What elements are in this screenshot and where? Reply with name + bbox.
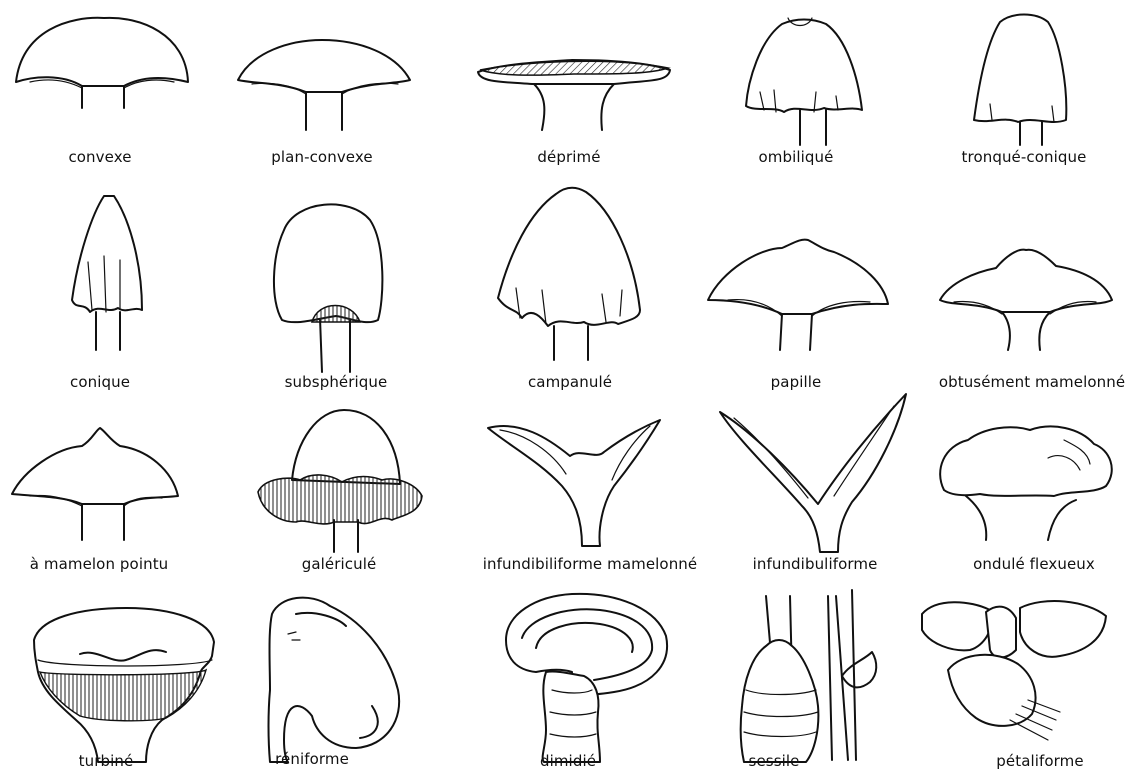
- galericule-drawing: [258, 410, 422, 552]
- infundibuliforme-drawing: [720, 394, 906, 552]
- label-tronque-conique: tronqué-conique: [962, 148, 1087, 166]
- label-convexe: convexe: [68, 148, 131, 166]
- obtusement-mamelonne-drawing: [940, 250, 1112, 350]
- campanule-drawing: [498, 188, 640, 360]
- label-turbine: turbiné: [79, 752, 134, 770]
- ombilique-drawing: [746, 18, 862, 145]
- turbine-drawing: [34, 608, 214, 762]
- label-sessile: sessile: [749, 752, 800, 770]
- label-obtusement-mamelonne: obtusément mamelonné: [939, 373, 1125, 391]
- ondule-flexueux-drawing: [940, 426, 1112, 540]
- infundibiliforme-mamelonne-drawing: [488, 420, 660, 546]
- petaliforme-drawing: [922, 601, 1106, 740]
- label-infundibiliforme-mamelonne: infundibiliforme mamelonné: [483, 555, 697, 573]
- label-petaliforme: pétaliforme: [996, 752, 1083, 770]
- label-papille: papille: [771, 373, 822, 391]
- label-infundibuliforme: infundibuliforme: [753, 555, 878, 573]
- plan-convexe-drawing: [238, 40, 410, 130]
- papille-drawing: [708, 240, 888, 350]
- sessile-drawing: [741, 590, 877, 762]
- conique-drawing: [72, 196, 142, 350]
- convexe-drawing: [16, 18, 188, 108]
- label-reniforme: réniforme: [275, 750, 349, 768]
- label-ombilique: ombiliqué: [759, 148, 834, 166]
- tronque-conique-drawing: [974, 15, 1066, 146]
- label-ondule-flexueux: ondulé flexueux: [973, 555, 1095, 573]
- label-plan-convexe: plan-convexe: [271, 148, 372, 166]
- label-galericule: galériculé: [302, 555, 377, 573]
- label-campanule: campanulé: [528, 373, 612, 391]
- label-subspherique: subsphérique: [285, 373, 388, 391]
- label-dimidie: dimidié: [540, 752, 596, 770]
- subspherique-drawing: [274, 204, 382, 372]
- a-mamelon-pointu-drawing: [12, 428, 178, 540]
- label-conique: conique: [70, 373, 130, 391]
- deprime-drawing: [478, 60, 670, 130]
- label-a-mamelon-pointu: à mamelon pointu: [30, 555, 169, 573]
- dimidie-drawing: [506, 594, 667, 762]
- reniforme-drawing: [269, 598, 400, 762]
- label-deprime: déprimé: [537, 148, 600, 166]
